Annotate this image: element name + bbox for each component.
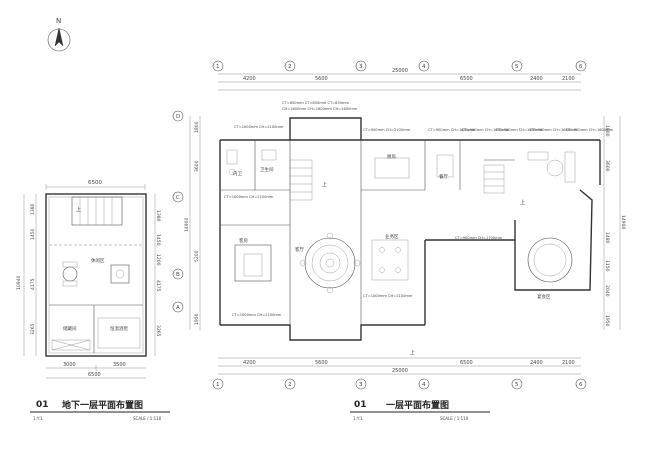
axis-bottom-4: 4 [422, 382, 426, 388]
top-dim-5: 2100 [562, 76, 575, 82]
axis-bottom-2: 2 [288, 382, 292, 388]
note-11: CT=900mm CH=1700mm [455, 236, 503, 240]
basement-room-cellar: 恒温酒窖 [110, 325, 128, 332]
axes-bottom: 1 2 3 4 5 6 [212, 378, 587, 390]
ground-plan: 1 2 3 4 5 6 25000 4200 5600 6500 2400 21… [172, 60, 626, 421]
basement-right-dim-1: 1380 [155, 210, 161, 222]
axis-bottom-6: 6 [579, 382, 583, 388]
axis-6: 6 [579, 64, 583, 70]
basement-bottom-dim-1: 3000 [63, 362, 76, 368]
stairs-ne-up-label: 上 [520, 199, 525, 206]
north-label: N [56, 17, 61, 25]
basement-right-dim-4: 4175 [155, 280, 161, 292]
north-arrow-icon: N [47, 17, 71, 52]
left-dim-3: 5200 [194, 250, 200, 262]
entry-up-label: 上 [410, 349, 415, 356]
basement-left-dim-2: 1450 [30, 228, 36, 240]
top-dim-2: 5600 [315, 76, 328, 82]
note-3: CH=1600mm CH=1600mm CH=1600mm [282, 107, 358, 111]
basement-room-rec: 休闲区 [91, 257, 105, 264]
note-4: CT=900mm CH=2100mm [363, 128, 411, 132]
left-dim-2: 3600 [194, 160, 200, 172]
axes-top: 1 2 3 4 5 6 [212, 60, 587, 72]
basement-bottom-dim-2: 3500 [113, 362, 126, 368]
note-10: CT=1000mm CH=2100mm [224, 195, 274, 199]
basement-right-dim-2: 1450 [155, 234, 161, 246]
note-7: CT=900mm CH=1650mm [496, 128, 544, 132]
note-12: CT=1000mm CH=2100mm [232, 313, 282, 317]
bottom-dim-5: 2100 [562, 360, 575, 366]
left-total-dim: 14900 [184, 218, 190, 232]
axis-c: C [176, 195, 180, 201]
room-bath: 卫生间 [260, 166, 274, 173]
basement-right-dim-3: 1200 [155, 254, 161, 266]
top-dim-3: 6500 [460, 76, 473, 82]
room-hall: 客厅 [295, 246, 304, 253]
basement-left-dim-1: 1380 [30, 203, 36, 215]
right-dim-1: 1800 [604, 125, 610, 137]
basement-scale: SCALE / 1:110 [133, 416, 162, 421]
axis-bottom-5: 5 [515, 382, 519, 388]
note-1: CT=1000mm CH=2100mm [234, 125, 284, 129]
right-dim-6: 1950 [604, 315, 610, 327]
axis-3: 3 [359, 64, 363, 70]
note-2: CT=850mm CT=850mm CT=850mm [282, 101, 350, 105]
right-dim-4: 1150 [604, 260, 610, 272]
axis-2: 2 [288, 64, 292, 70]
axis-bottom-1: 1 [216, 382, 220, 388]
bottom-dim-2: 5600 [315, 360, 328, 366]
room-feast: 宴会区 [537, 293, 551, 300]
left-dim-1: 1800 [194, 121, 200, 133]
ground-scale: SCALE / 1:110 [440, 416, 469, 421]
stairs-up-label: 上 [322, 181, 327, 188]
basement-height-dim: 10940 [16, 276, 22, 290]
axis-d: D [176, 114, 180, 120]
top-dim-4: 2400 [530, 76, 543, 82]
bottom-dim-3: 6500 [460, 360, 473, 366]
top-total-dim: 25000 [392, 68, 408, 74]
basement-left-dim-4: 3265 [30, 323, 36, 335]
right-dim-2: 3600 [604, 160, 610, 172]
ground-title: 一层平面布置图 [386, 399, 449, 411]
ground-title-num: 01 [354, 400, 367, 410]
axis-a: A [176, 305, 180, 311]
basement-room-storage: 储藏间 [63, 325, 77, 332]
bottom-total-dim: 25000 [392, 368, 408, 374]
axis-4: 4 [422, 64, 426, 70]
basement-title: 地下一层平面布置图 [62, 399, 143, 411]
axis-b: B [176, 272, 180, 278]
axis-bottom-3: 3 [359, 382, 363, 388]
note-9: CT=900mm CH=1600mm [566, 128, 614, 132]
basement-plan: 6500 上 休闲区 储藏间 恒温酒窖 1380 145 [16, 180, 170, 421]
basement-left-dim-3: 4175 [30, 278, 36, 290]
axis-5: 5 [515, 64, 519, 70]
basement-bottom-total: 6500 [88, 372, 101, 378]
basement-width-dim: 6500 [88, 180, 102, 186]
room-bath2: 内卫 [233, 170, 242, 177]
bottom-dim-4: 2400 [530, 360, 543, 366]
note-5: CT=900mm CH=1650mm [428, 128, 476, 132]
axis-1: 1 [216, 64, 220, 70]
right-dim-3: 1480 [604, 232, 610, 244]
bottom-dim-1: 4200 [243, 360, 256, 366]
axes-left: D C B A [172, 110, 184, 313]
basement-up-label: 上 [76, 206, 81, 213]
top-dim-1: 4200 [243, 76, 256, 82]
right-dim-5: 2040 [604, 285, 610, 297]
right-total-dim: 14900 [620, 215, 626, 229]
note-13: CT=1000mm CH=2100mm [363, 294, 413, 298]
room-family: 业务区 [385, 233, 399, 240]
basement-right-dim-5: 3265 [155, 325, 161, 337]
room-dining: 餐厅 [439, 173, 448, 180]
note-6: CT=900mm CH=1650mm [462, 128, 510, 132]
ground-subline: 1:Y:1 [353, 416, 363, 421]
basement-title-num: 01 [36, 400, 49, 410]
left-dim-4: 1950 [194, 313, 200, 325]
room-kitchen: 厨房 [387, 153, 396, 160]
note-8: CT=900mm CH=1650mm [530, 128, 578, 132]
room-guest: 客房 [239, 237, 248, 244]
basement-subline: 1:Y:1 [33, 416, 43, 421]
